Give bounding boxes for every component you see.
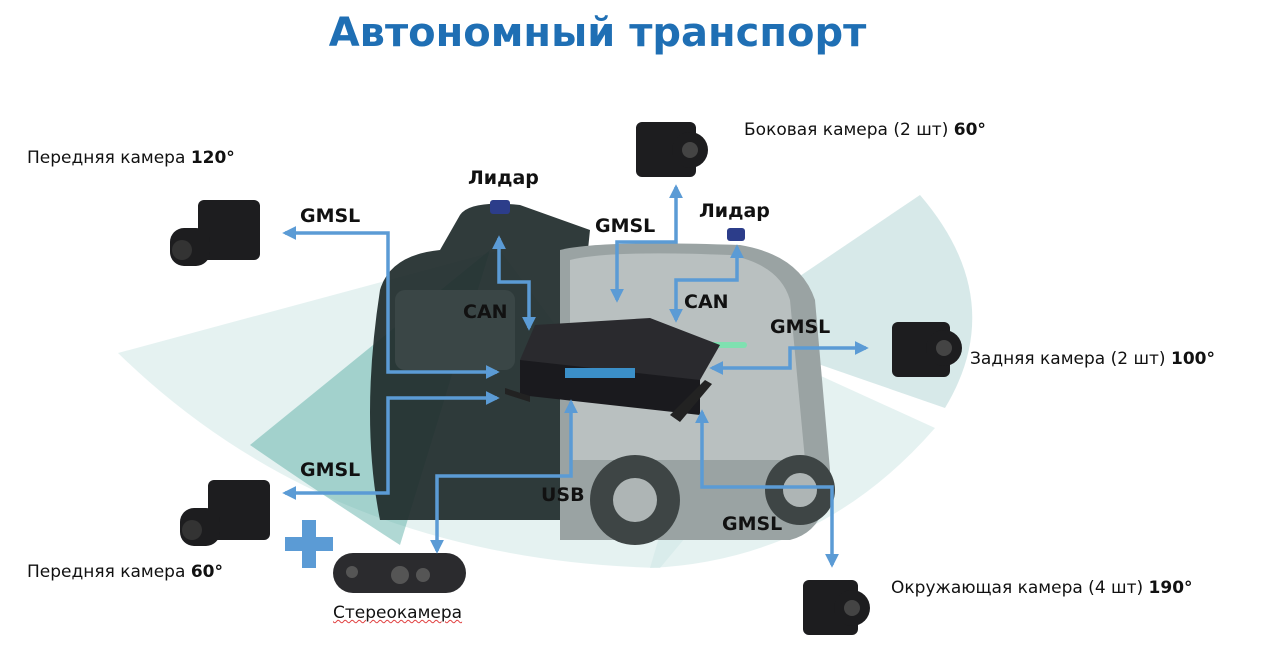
label-gmsl-rear: GMSL xyxy=(770,316,831,338)
arrow-front-120 xyxy=(282,226,500,379)
camera-side-icon xyxy=(636,122,708,177)
arrow-lidar-front xyxy=(492,235,536,331)
caption-surround-camera: Окружающая камера (4 шт) 190° xyxy=(891,578,1193,598)
computer-box-icon xyxy=(505,318,720,422)
page-title: Автономный транспорт xyxy=(328,10,867,56)
arrow-rear xyxy=(709,341,869,375)
lidar-rear-icon xyxy=(727,228,745,241)
label-lidar-rear: Лидар xyxy=(699,200,770,222)
connection-arrows xyxy=(282,184,869,568)
caption-stereo-camera: Стереокамера xyxy=(333,603,463,623)
caption-side-camera: Боковая камера (2 шт) 60° xyxy=(744,120,986,140)
caption-rear-camera: Задняя камера (2 шт) 100° xyxy=(970,349,1215,369)
camera-rear-icon xyxy=(892,322,962,377)
camera-front-120-icon xyxy=(170,200,260,266)
label-gmsl-side: GMSL xyxy=(595,215,656,237)
arrow-side xyxy=(610,184,683,303)
label-lidar-front: Лидар xyxy=(468,167,539,189)
arrow-front-60 xyxy=(282,391,500,500)
camera-surround-icon xyxy=(803,580,870,635)
label-gmsl-front-60: GMSL xyxy=(300,459,361,481)
label-gmsl-surround: GMSL xyxy=(722,513,783,535)
camera-front-60-icon xyxy=(180,480,270,546)
arrow-surround xyxy=(695,409,839,568)
label-can-rear: CAN xyxy=(684,291,729,313)
arrow-usb xyxy=(430,399,578,554)
label-can-front: CAN xyxy=(463,301,508,323)
caption-front-camera-120: Передняя камера 120° xyxy=(27,148,235,168)
caption-front-camera-60: Передняя камера 60° xyxy=(27,562,223,582)
arrow-lidar-rear xyxy=(669,244,744,323)
plus-icon xyxy=(285,520,333,568)
label-usb: USB xyxy=(541,484,585,506)
stereo-camera-icon xyxy=(333,553,466,593)
lidar-front-icon xyxy=(490,200,510,214)
label-gmsl-front-120: GMSL xyxy=(300,205,361,227)
